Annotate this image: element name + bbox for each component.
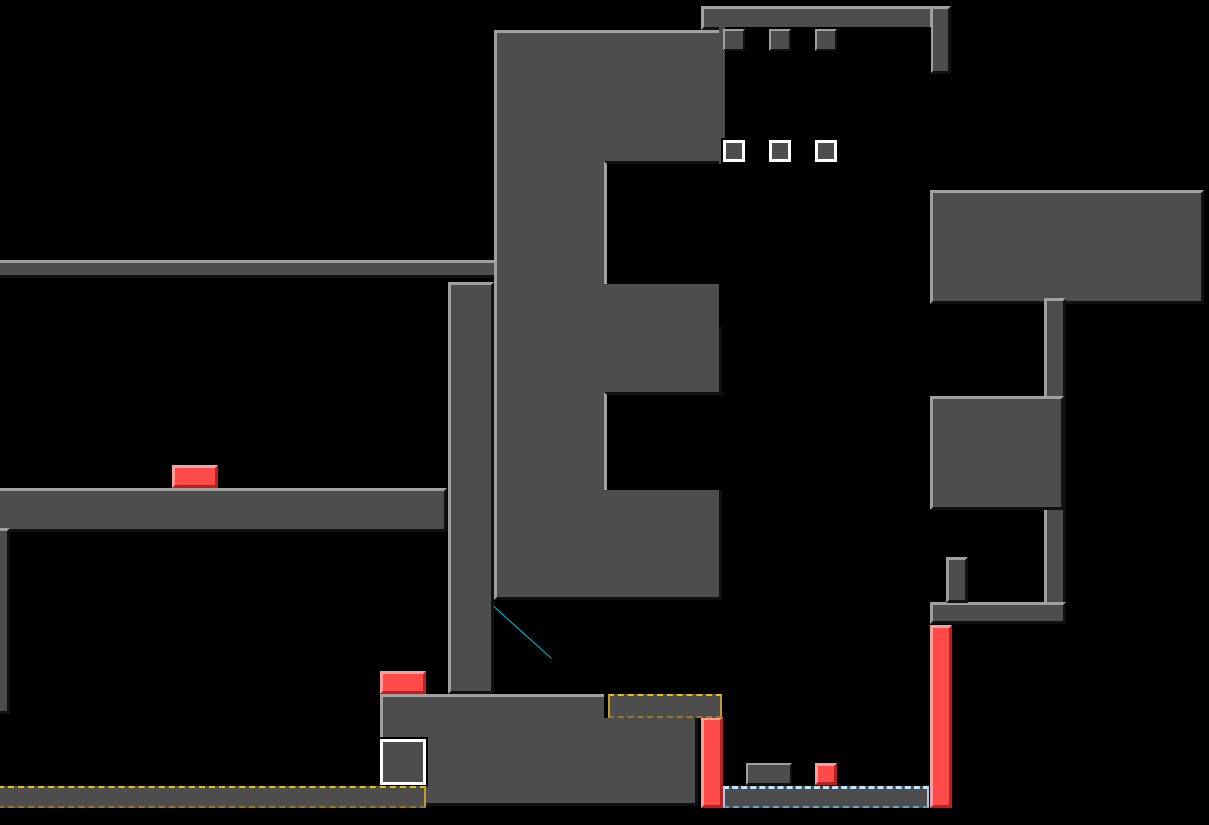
spike-red-2: [380, 671, 426, 694]
collectible-block-active-1: [721, 138, 747, 164]
wall-left-edge-drop: [0, 528, 10, 714]
tower-upper-right-clip: [719, 27, 725, 164]
yellow-platform-bottom: [0, 786, 426, 808]
ice-platform: [723, 786, 929, 808]
spike-red-3: [815, 763, 837, 785]
aim-trajectory-line: [493, 606, 552, 659]
wall-right-bottom-floor: [930, 602, 1066, 624]
wall-central-tower: [494, 30, 722, 600]
collectible-block-active-2: [767, 138, 793, 164]
floor-small-block: [746, 763, 792, 785]
ceiling-inner-gap: [719, 27, 931, 327]
wall-top-left-rail: [0, 260, 499, 278]
tower-gap-upper: [604, 161, 724, 284]
wall-right-mid-slab: [930, 396, 1064, 510]
lava-column-right: [930, 625, 952, 808]
spike-red-1: [172, 465, 218, 488]
lava-column-left: [701, 717, 723, 808]
tower-gap-lower: [604, 392, 724, 490]
collectible-block-active-3: [813, 138, 839, 164]
wall-inner-pillar: [448, 282, 494, 694]
player-cube[interactable]: [378, 737, 428, 787]
wall-top-ceiling-drop: [930, 6, 951, 74]
wall-right-top-slab: [930, 190, 1204, 304]
collectible-block-dim-1: [723, 29, 745, 51]
collectible-block-dim-3: [815, 29, 837, 51]
yellow-platform-top: [608, 694, 722, 718]
wall-right-stub: [946, 557, 968, 603]
collectible-block-dim-2: [769, 29, 791, 51]
wall-left-ledge: [0, 488, 447, 532]
